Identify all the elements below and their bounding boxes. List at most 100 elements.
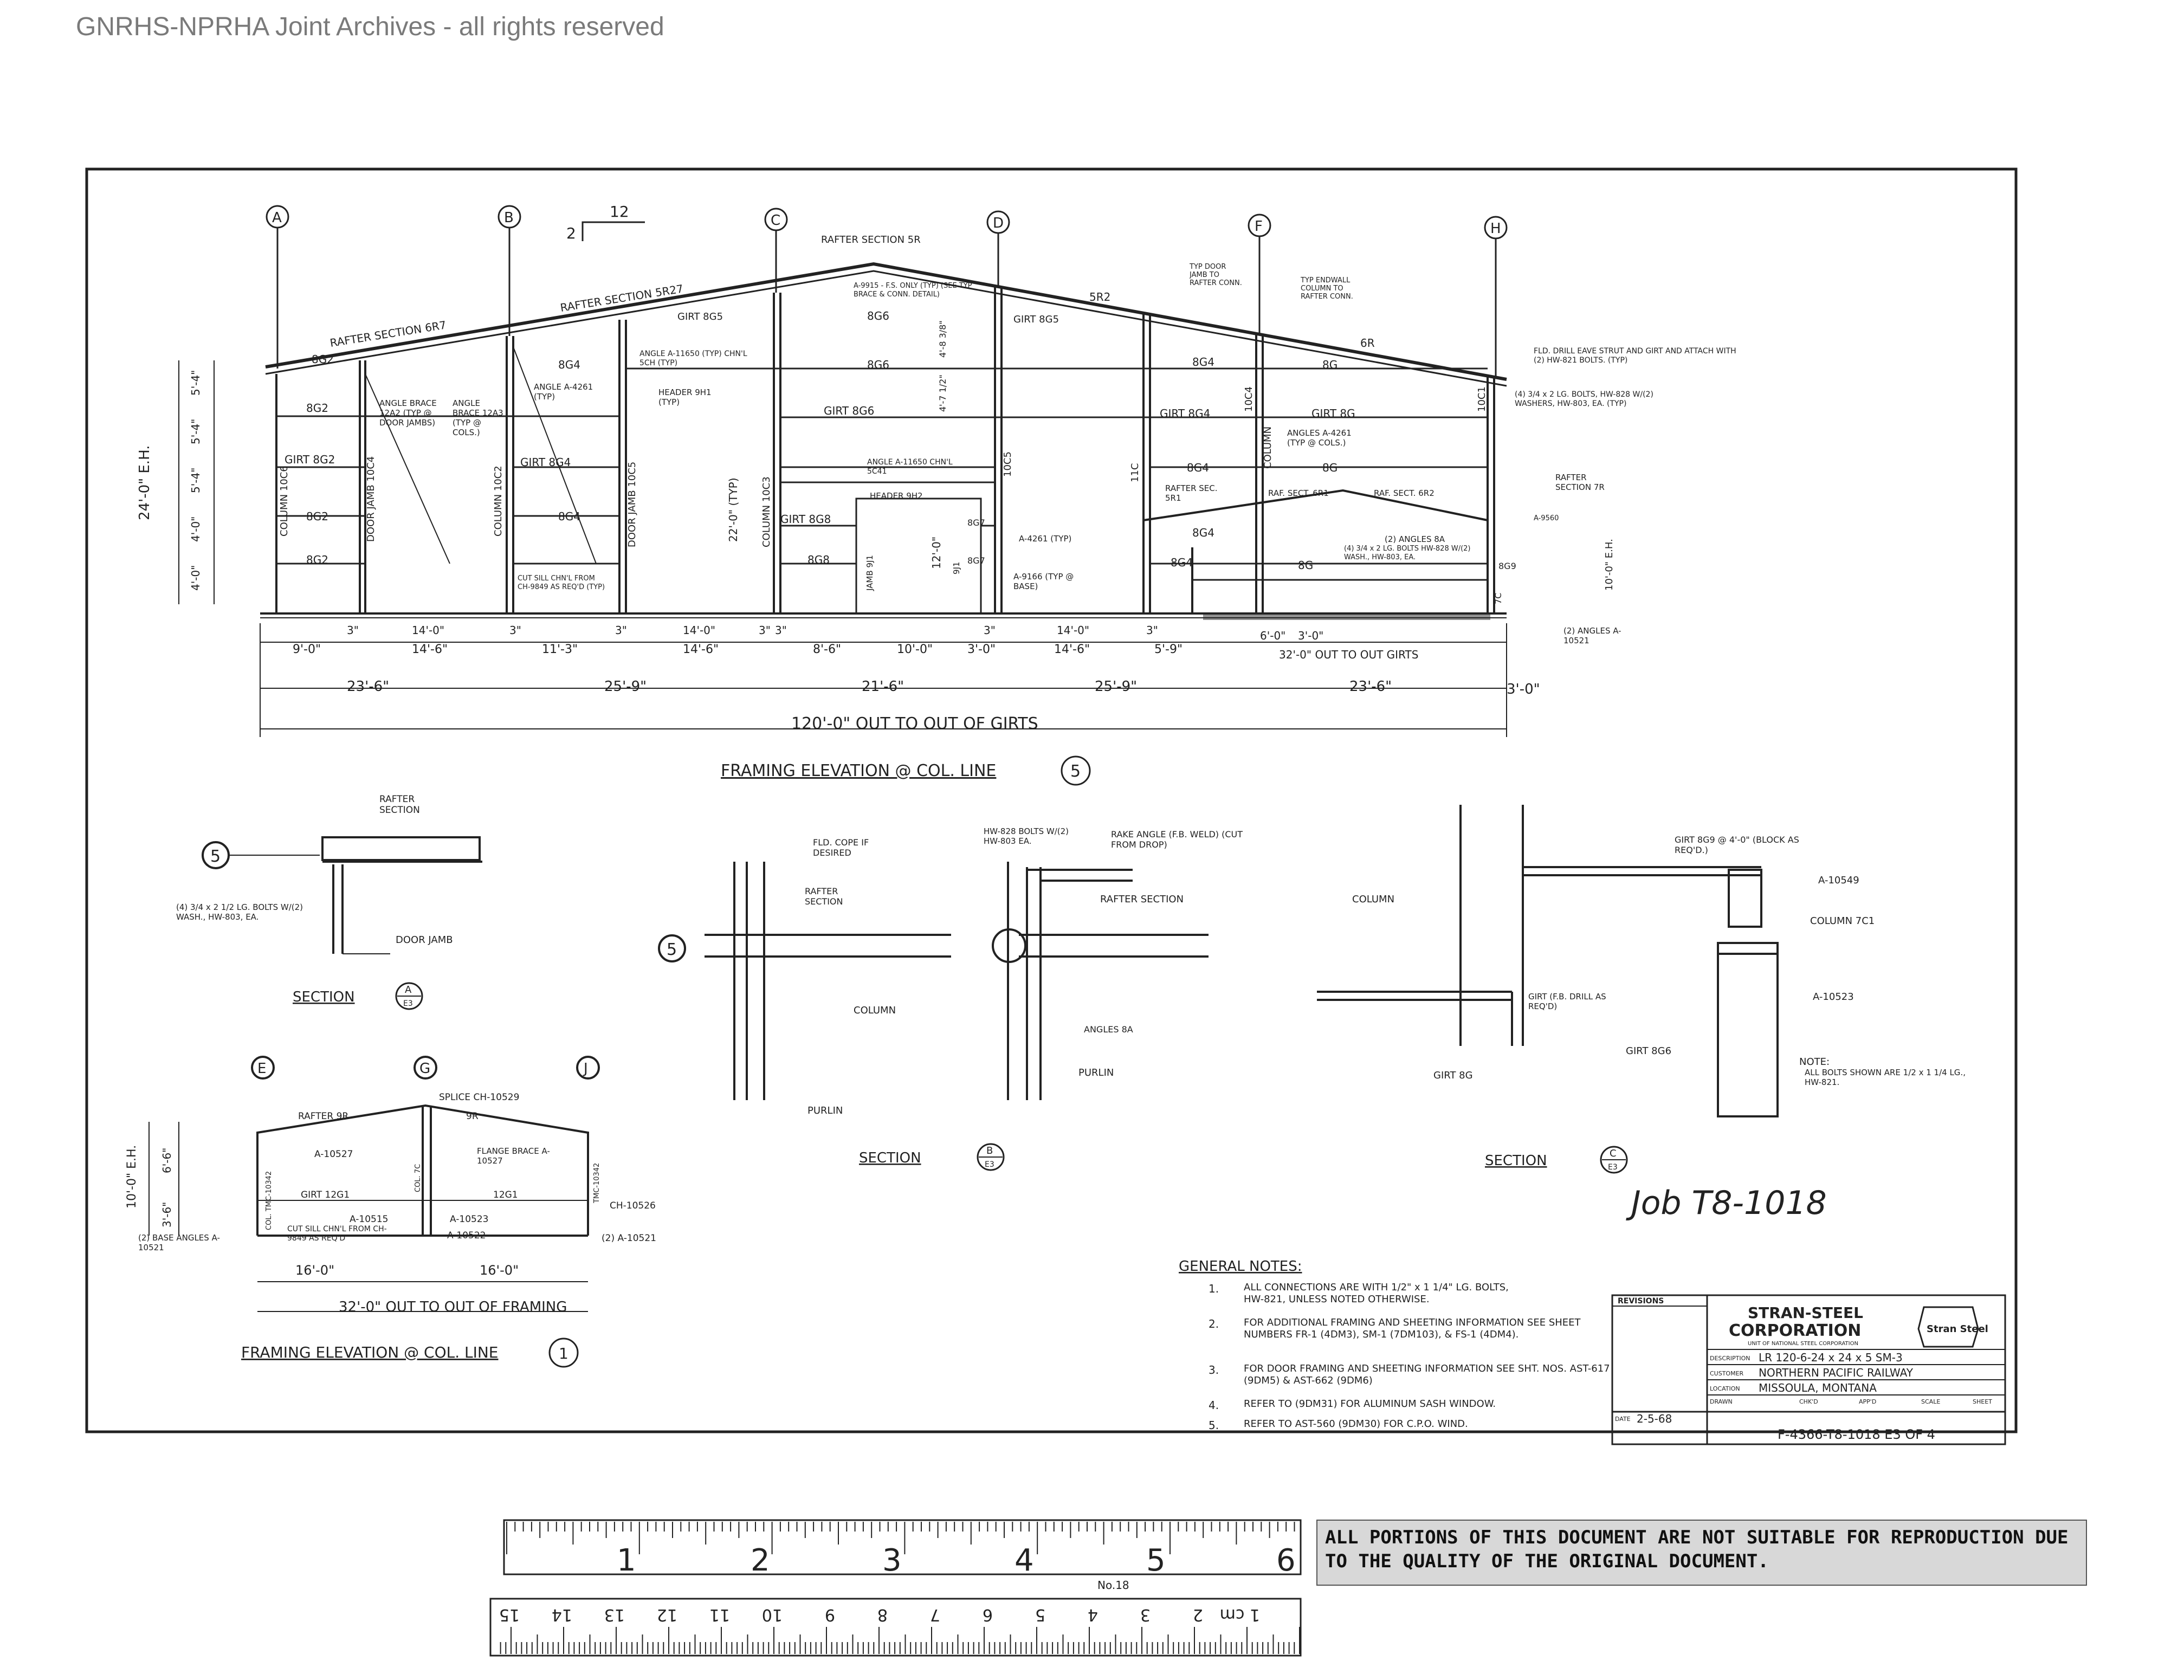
notes-list: 1. ALL CONNECTIONS ARE WITH 1/2" x 1 1/4… [1209,1282,1610,1432]
inch-2: 2 [751,1543,770,1578]
note-angle-brace-12a2: ANGLE BRACE 12A2 (TYP @ DOOR JAMBS) [379,398,437,428]
section-a-rafter: RAFTER SECTION [379,794,420,816]
repro-banner-bg [1316,1520,2087,1586]
elev1-a10523: A-10523 [450,1214,488,1225]
label-column-10c2: COLUMN 10C2 [493,466,504,537]
note-header-9h2: HEADER 9H2 [870,491,923,501]
note-4-num: 4. [1209,1399,1219,1412]
tb-location: MISSOULA, MONTANA [1759,1381,1877,1394]
dim2-7: 14'-6" [1054,643,1090,656]
note-1-text: ALL CONNECTIONS ARE WITH 1/2" x 1 1/4" L… [1244,1282,1509,1305]
dim1-5: 3" [759,624,771,637]
dim-row2: 9'-0" 14'-6" 11'-3" 14'-6" 8'-6" 10'-0" … [293,643,1418,661]
elev1-dim-r: 16'-0" [480,1263,519,1278]
note-a4261-typ: A-4261 (TYP) [1019,534,1072,544]
label-5r2: 5R2 [1089,290,1110,303]
section-b-rafter-l: RAFTER SECTION [805,886,843,907]
grid-label-b: B [504,210,514,226]
note-a9915: A-9915 - F.S. ONLY (TYP) (SEE TYP BRACE … [854,282,972,299]
elev1-base-angles: (2) BASE ANGLES A-10521 [138,1233,220,1252]
note-cut-sill: CUT SILL CHN'L FROM CH-9849 AS REQ'D (TY… [518,574,605,591]
section-a-grid: 5 [210,847,221,866]
dim1-11: 3'-0" [1298,629,1323,642]
tb-field-labels: DESCRIPTION CUSTOMER LOCATION DRAWN CHK'… [1615,1355,1992,1423]
height-dim-2: 5'-4" [189,468,202,493]
section-a-sheet: E3 [403,999,413,1008]
elev1-col-r: TMC-10342 [593,1163,601,1204]
grid-label-h: H [1490,221,1501,237]
cm-6: 6 [983,1605,993,1624]
section-b-grid: 5 [667,940,677,959]
section-c-a10549: A-10549 [1818,875,1859,886]
door-height-12: 12'-0" [930,537,943,569]
note-bolts-hw828-b: (4) 3/4 x 2 LG. BOLTS, HW-828 W/(2) WASH… [1515,390,1653,408]
label-column-10c6: COLUMN 10C6 [279,466,290,537]
note-angles-a4261-cols: ANGLES A-4261 (TYP @ COLS.) [1287,428,1352,448]
section-c-girt-fld: GIRT (F.B. DRILL AS REQ'D) [1528,992,1606,1011]
cm-1: 1 cm [1220,1605,1260,1624]
endwall-eh: 10'-0" E.H. [1604,539,1615,591]
pitch-symbol [581,221,645,241]
cm-14: 14 [552,1605,572,1624]
section-a-jamb: DOOR JAMB [396,934,453,946]
elev1-grid-g: G [419,1061,430,1077]
ruler-cm-labels: 1 cm 2 3 4 5 6 7 8 9 10 11 12 13 14 15 [499,1605,1260,1624]
cm-11: 11 [709,1605,730,1624]
label-8g9: 8G9 [1498,561,1516,571]
note-rafter-7r: RAFTER SECTION 7R [1555,473,1605,492]
section-c-column: COLUMN [1352,894,1394,905]
title-block [1611,1294,2006,1445]
label-8g2-b: 8G2 [306,402,328,415]
section-c-column-7c1: COLUMN 7C1 [1810,915,1875,927]
repro-banner: ALL PORTIONS OF THIS DOCUMENT ARE NOT SU… [1325,1527,2069,1572]
dim2-2: 11'-3" [542,643,578,656]
label-8g-a: 8G [1322,358,1337,371]
cm-5: 5 [1035,1605,1045,1624]
tb-customer: NORTHERN PACIFIC RAILWAY [1759,1366,1914,1379]
cm-12: 12 [657,1605,677,1624]
note-raf-6r2: RAF. SECT. 6R2 [1374,488,1435,498]
section-b-bolts: HW-828 BOLTS W/(2) HW-803 EA. [984,826,1069,846]
label-8g4-a: 8G4 [558,358,580,371]
section-c-a10523: A-10523 [1813,991,1854,1003]
elevation1-title: FRAMING ELEVATION @ COL. LINE [241,1343,499,1361]
cm-2: 2 [1193,1605,1203,1624]
section-b-angles: ANGLES 8A [1084,1024,1133,1035]
tb-checked-label: CHK'D [1799,1398,1818,1405]
height-dim-4: 4'-0" [189,565,202,591]
section-b-title: SECTION [859,1150,921,1166]
section-b-letter: B [986,1145,993,1156]
section-b-fld-cope: FLD. COPE IF DESIRED [813,837,869,858]
sheet-border [85,167,2018,1433]
ruler [489,1519,1302,1657]
section-c-girt-8g6: GIRT 8G6 [1626,1045,1671,1057]
dim1-4: 14'-0" [683,624,715,637]
note-2-text: FOR ADDITIONAL FRAMING AND SHEETING INFO… [1244,1317,1581,1340]
cm-8: 8 [877,1605,888,1624]
label-girt-8g: GIRT 8G [1311,407,1355,420]
note-2-num: 2. [1209,1317,1219,1330]
dim1-3: 3" [615,624,627,637]
note-header-9h1: HEADER 9H1 (TYP) [658,387,712,407]
dim-row3: 23'-6" 25'-9" 21'-6" 25'-9" 23'-6" 3'-0" [347,679,1540,697]
cm-15: 15 [499,1605,520,1624]
label-8g-b: 8G [1322,461,1337,474]
label-column-10c3: COLUMN 10C3 [761,476,772,547]
cm-10: 10 [762,1605,783,1624]
section-c-sheet: E3 [1608,1163,1618,1172]
elev1-col-l: COL. TMC-10342 [265,1171,273,1230]
label-col-10c5: 10C5 [1002,451,1013,477]
note-3-num: 3. [1209,1364,1219,1377]
logo-mark: Stran Steel [1917,1306,1988,1348]
tb-sheet-label: SHEET [1973,1398,1992,1405]
label-col-11c: 11C [1129,463,1141,482]
dim2-8: 5'-9" [1154,643,1183,656]
elevation1-line-no: 1 [559,1345,568,1362]
dim2-6: 3'-0" [967,643,996,656]
label-8g4-f: 8G4 [1171,556,1193,569]
note-3-text: FOR DOOR FRAMING AND SHEETING INFORMATIO… [1244,1363,1610,1386]
ruler-brand: No.18 [1097,1579,1129,1592]
pitch-run: 2 [566,224,576,242]
tb-date-label: DATE [1615,1416,1631,1423]
